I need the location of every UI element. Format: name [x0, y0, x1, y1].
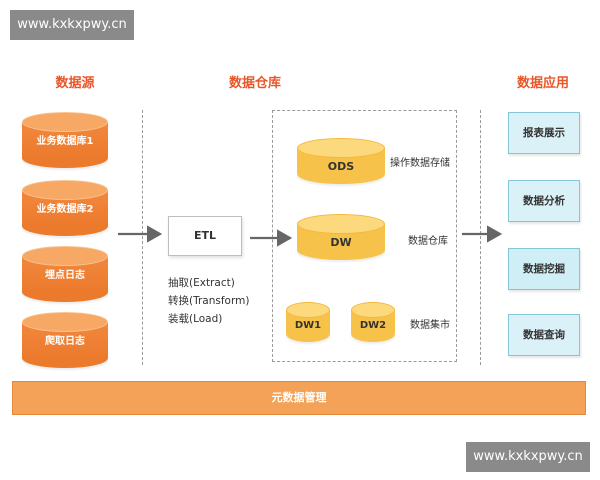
dw-cylinder: DW — [297, 214, 385, 260]
etl-steps: 抽取(Extract) 转换(Transform) 装载(Load) — [168, 274, 249, 328]
dw-label: DW — [330, 236, 352, 249]
app-box-analysis: 数据分析 — [508, 180, 580, 222]
dw-description: 数据仓库 — [408, 236, 448, 247]
watermark-top: www.kxkxpwy.cn — [10, 10, 134, 40]
ods-label: ODS — [327, 160, 355, 173]
source-cylinder: 爬取日志 — [22, 312, 108, 368]
source-cylinder: 埋点日志 — [22, 246, 108, 302]
etl-step-extract: 抽取(Extract) — [168, 277, 235, 289]
source-cylinder: 业务数据库2 — [22, 180, 108, 236]
column-title-applications: 数据应用 — [516, 76, 569, 91]
source-label: 业务数据库2 — [36, 204, 94, 215]
column-title-warehouse: 数据仓库 — [228, 76, 281, 91]
source-cylinder: 业务数据库1 — [22, 112, 108, 168]
metadata-management-bar: 元数据管理 — [12, 381, 586, 415]
dw1-label: DW1 — [294, 320, 322, 331]
app-box-query: 数据查询 — [508, 314, 580, 356]
watermark-bottom: www.kxkxpwy.cn — [466, 442, 590, 472]
warehouse-dashed-frame — [272, 110, 457, 362]
etl-step-transform: 转换(Transform) — [168, 295, 250, 307]
ods-cylinder: ODS — [297, 138, 385, 184]
dw2-cylinder: DW2 — [351, 302, 395, 342]
source-label: 爬取日志 — [45, 336, 85, 347]
separator-right — [480, 110, 481, 365]
column-title-sources: 数据源 — [55, 76, 95, 91]
etl-box: ETL — [168, 216, 242, 256]
source-label: 埋点日志 — [45, 270, 85, 281]
dw2-label: DW2 — [359, 320, 387, 331]
etl-step-load: 装载(Load) — [168, 313, 223, 325]
mart-description: 数据集市 — [410, 320, 450, 331]
source-label: 业务数据库1 — [36, 136, 94, 147]
dw1-cylinder: DW1 — [286, 302, 330, 342]
separator-left — [142, 110, 143, 365]
ods-description: 操作数据存储 — [390, 158, 450, 169]
app-box-report: 报表展示 — [508, 112, 580, 154]
app-box-mining: 数据挖掘 — [508, 248, 580, 290]
